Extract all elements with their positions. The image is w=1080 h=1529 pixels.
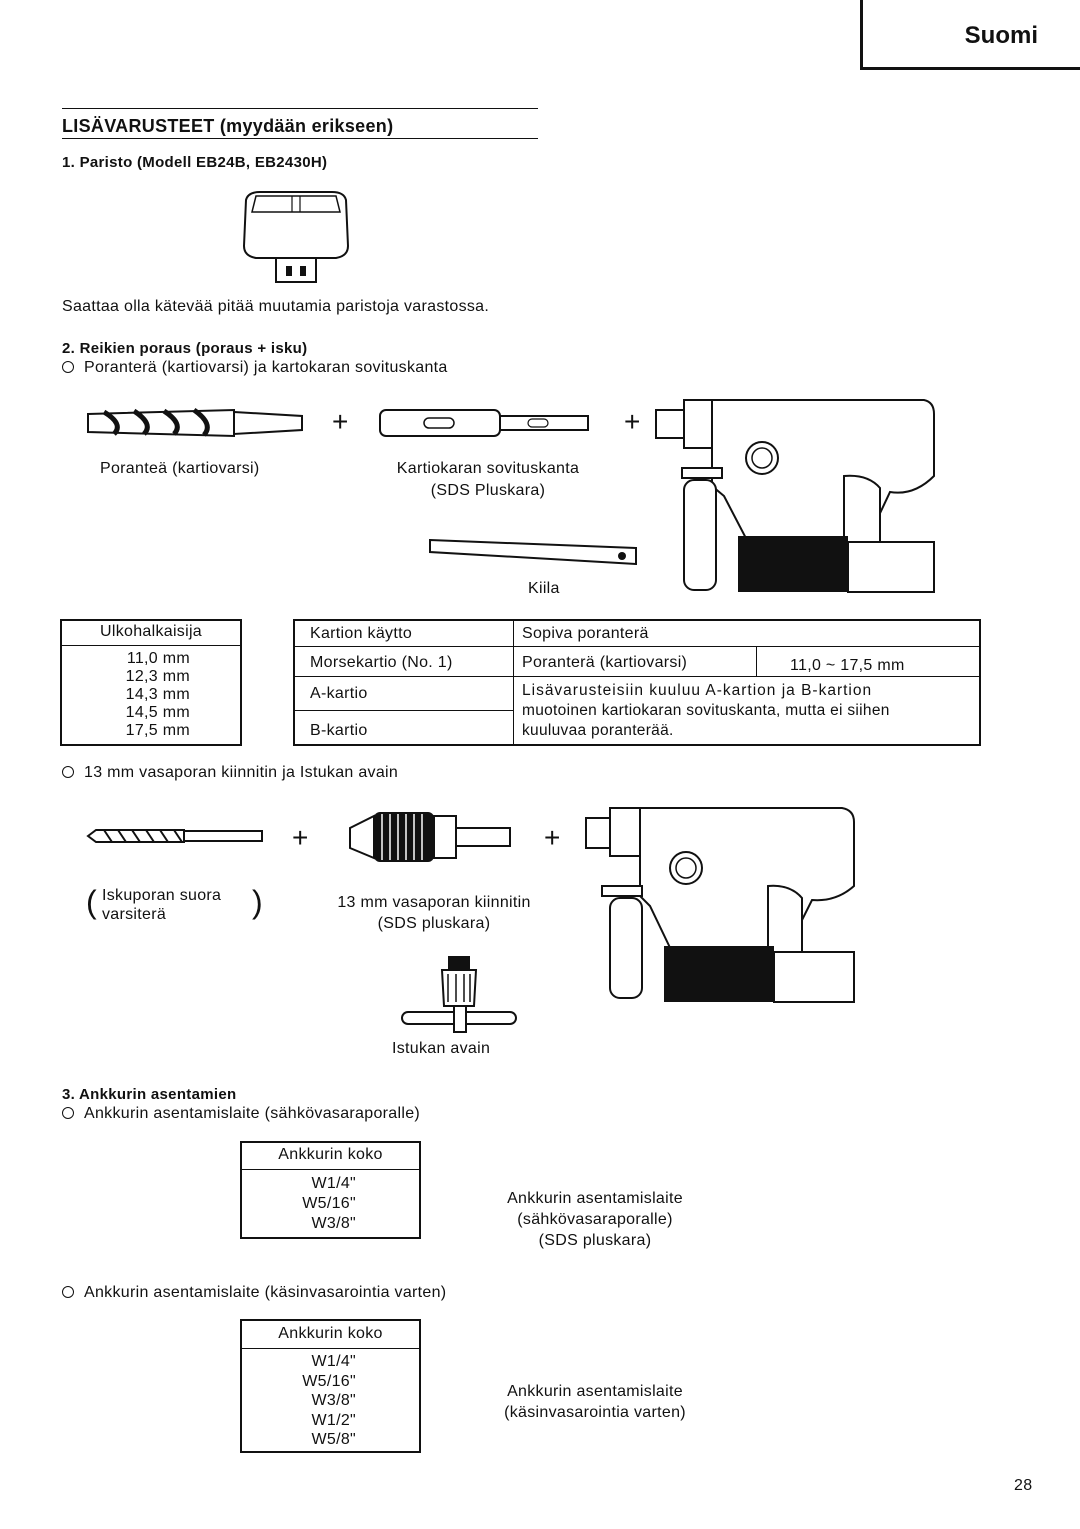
anchor-label-line: Ankkurin asentamislaite — [507, 1383, 683, 1400]
outer-diameter-value: 12,3 mm — [125, 668, 190, 685]
taper-note-line1: Lisävarusteisiin kuuluu A-kartion ja B-k… — [522, 682, 873, 699]
anchor-table-2 — [240, 1319, 421, 1453]
taper-drill-bit-image — [87, 407, 303, 438]
battery-note: Saattaa olla kätevää pitää muutamia pari… — [62, 298, 490, 315]
language-label: Suomi — [964, 22, 1038, 49]
plus-sign-3: + — [292, 822, 309, 853]
table-col-divider — [756, 646, 757, 676]
taper-row3-c1: B-kartio — [310, 722, 368, 739]
chuck-label-2: (SDS pluskara) — [377, 915, 491, 932]
table-divider — [240, 1169, 421, 1170]
language-tab: Suomi — [860, 0, 1080, 70]
taper-table — [293, 619, 981, 746]
taper-row1-c1: Morsekartio (No. 1) — [310, 654, 453, 671]
anchor-label-2: Ankkurin asentamislaite (käsinvasarointi… — [468, 1381, 722, 1423]
rotary-hammer-image-2 — [585, 807, 855, 1003]
title-rule-top — [62, 108, 538, 109]
taper-row2-c1: A-kartio — [310, 685, 368, 702]
chuck-key-image — [401, 956, 517, 1033]
straight-bit-label-1: Iskuporan suora — [102, 887, 222, 904]
table-divider — [60, 645, 242, 646]
drilling-item2: 13 mm vasaporan kiinnitin ja Istukan ava… — [62, 764, 398, 782]
anchor-table-2-values: W1/4" W5/16" W3/8" W1/2" W5/8" — [240, 1352, 356, 1450]
anchor-item2: Ankkurin asentamislaite (käsinvasarointi… — [62, 1284, 446, 1302]
anchor-table-1-header: Ankkurin koko — [278, 1146, 383, 1163]
table-divider — [293, 710, 513, 711]
table-divider — [240, 1348, 421, 1349]
taper-note-line3: kuuluvaa poranterää. — [522, 722, 674, 739]
anchor-label-line: Ankkurin asentamislaite — [507, 1190, 683, 1207]
table-col-divider — [513, 619, 514, 746]
drilling-item2-text: 13 mm vasaporan kiinnitin ja Istukan ava… — [84, 764, 399, 781]
outer-diameter-value: 14,5 mm — [125, 704, 190, 721]
taper-row1-c2: Poranterä (kartiovarsi) — [522, 654, 688, 671]
drilling-heading: 2. Reikien poraus (poraus + isku) — [62, 340, 308, 357]
anchor-size-value: W3/8" — [311, 1215, 356, 1232]
rotary-hammer-image-1 — [655, 399, 935, 593]
section-title: LISÄVARUSTEET (myydään erikseen) — [62, 116, 394, 136]
anchor-size-value: W1/2" — [311, 1411, 356, 1429]
straight-bit-label-2: varsiterä — [102, 906, 167, 923]
anchor-label-line: (SDS pluskara) — [538, 1232, 652, 1249]
battery-image — [242, 191, 350, 283]
battery-heading: 1. Paristo (Modell EB24B, EB2430H) — [62, 154, 328, 171]
paren-left: ( — [86, 884, 97, 920]
taper-row1-c3: 11,0 ~ 17,5 mm — [790, 657, 905, 674]
table-divider — [293, 676, 981, 677]
adapter-label-2: (SDS Pluskara) — [430, 482, 546, 499]
plus-sign-4: + — [544, 822, 561, 853]
bullet-circle-icon — [62, 766, 74, 778]
wedge-image — [429, 538, 637, 566]
outer-diameter-values: 11,0 mm 12,3 mm 14,3 mm 14,5 mm 17,5 mm — [60, 650, 190, 740]
straight-shank-bit-image — [86, 829, 263, 843]
chuck-label-1: 13 mm vasaporan kiinnitin — [337, 894, 531, 911]
wedge-label: Kiila — [528, 580, 560, 597]
anchor-size-value: W5/16" — [302, 1372, 356, 1390]
key-label: Istukan avain — [392, 1040, 491, 1057]
anchor-item1-text: Ankkurin asentamislaite (sähkövasarapora… — [84, 1105, 421, 1122]
anchor-heading: 3. Ankkurin asentamien — [62, 1086, 237, 1103]
drill-label: Poranteä (kartiovarsi) — [100, 460, 260, 477]
anchor-label-line: (sähkövasaraporalle) — [517, 1211, 673, 1228]
anchor-item2-text: Ankkurin asentamislaite (käsinvasarointi… — [84, 1284, 447, 1301]
anchor-table-1 — [240, 1141, 421, 1239]
anchor-size-value: W5/8" — [311, 1431, 356, 1448]
anchor-size-value: W5/16" — [302, 1195, 356, 1212]
outer-diameter-value: 17,5 mm — [125, 722, 190, 739]
drilling-item1: Poranterä (kartiovarsi) ja kartokaran so… — [62, 359, 448, 377]
anchor-label-line: (käsinvasarointia varten) — [504, 1404, 686, 1421]
outer-diameter-header: Ulkohalkaisija — [99, 623, 203, 640]
outer-diameter-value: 11,0 mm — [126, 650, 190, 667]
page-number: 28 — [1014, 1477, 1033, 1494]
table-divider — [293, 646, 981, 647]
title-rule-bottom — [62, 138, 538, 139]
plus-sign-2: + — [624, 406, 641, 437]
anchor-table-2-header: Ankkurin koko — [278, 1325, 383, 1342]
taper-col2-header: Sopiva poranterä — [522, 625, 649, 642]
anchor-label-1: Ankkurin asentamislaite (sähkövasarapora… — [468, 1188, 722, 1251]
taper-adapter-image — [379, 409, 589, 437]
anchor-size-value: W1/4" — [311, 1353, 356, 1370]
anchor-size-value: W3/8" — [311, 1392, 356, 1409]
anchor-table-1-values: W1/4" W5/16" W3/8" — [240, 1174, 356, 1234]
bullet-circle-icon — [62, 1286, 74, 1298]
anchor-size-value: W1/4" — [311, 1175, 356, 1192]
outer-diameter-table — [60, 619, 242, 746]
bullet-circle-icon — [62, 1107, 74, 1119]
taper-col1-header: Kartion käytto — [310, 625, 413, 642]
adapter-label-1: Kartiokaran sovituskanta — [396, 460, 580, 477]
outer-diameter-value: 14,3 mm — [125, 686, 190, 703]
anchor-item1: Ankkurin asentamislaite (sähkövasarapora… — [62, 1105, 420, 1123]
plus-sign-1: + — [332, 406, 349, 437]
bullet-circle-icon — [62, 361, 74, 373]
paren-right: ) — [252, 884, 263, 920]
drilling-item1-text: Poranterä (kartiovarsi) ja kartokaran so… — [84, 359, 448, 376]
taper-note-line2: muotoinen kartiokaran sovituskanta, mutt… — [522, 702, 890, 719]
drill-chuck-image — [349, 812, 511, 862]
